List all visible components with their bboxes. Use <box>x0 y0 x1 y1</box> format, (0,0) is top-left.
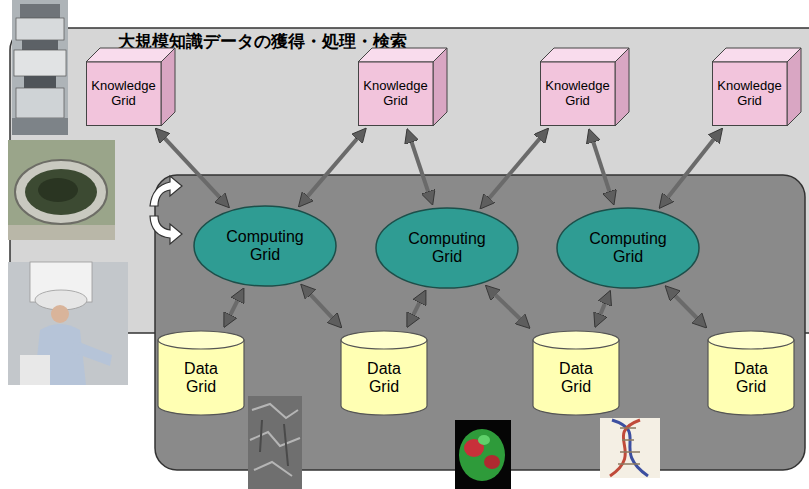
data-cylinder: Data Grid <box>157 330 245 416</box>
node-label: Knowledge Grid <box>717 79 781 109</box>
node-label: Knowledge Grid <box>545 79 609 109</box>
double-arrow <box>489 288 527 325</box>
cell-image <box>455 420 511 489</box>
double-arrow <box>597 294 609 323</box>
micrograph-image <box>248 396 302 489</box>
outer-panel-node: 大規模知識データの獲得・処理・検索Knowledge GridKnowledge… <box>10 28 809 333</box>
node-label: Knowledge Grid <box>91 79 155 109</box>
double-arrow <box>483 131 546 205</box>
computing-ellipse: Computing Grid <box>193 205 337 287</box>
node-label: Data Grid <box>184 360 218 397</box>
scanner-photo <box>8 262 128 385</box>
data-cylinder: Data Grid <box>532 330 620 416</box>
double-arrow <box>226 292 242 324</box>
knowledge-cube: Knowledge Grid <box>358 48 447 126</box>
double-arrow <box>301 131 363 204</box>
double-arrow <box>304 287 339 325</box>
double-arrow <box>668 289 704 325</box>
data-cylinder: Data Grid <box>707 330 795 416</box>
computing-ellipse: Computing Grid <box>375 207 519 289</box>
tower-photo <box>12 0 68 135</box>
data-cylinder: Data Grid <box>340 330 428 416</box>
double-arrow <box>590 133 612 201</box>
computing-ellipse: Computing Grid <box>556 207 700 289</box>
knowledge-cube: Knowledge Grid <box>712 48 801 126</box>
double-arrow <box>158 131 226 205</box>
node-label: Data Grid <box>734 360 768 397</box>
node-label: Data Grid <box>559 360 593 397</box>
node-label: Computing Grid <box>226 228 303 265</box>
knowledge-cube: Knowledge Grid <box>540 48 629 126</box>
knowledge-cube: Knowledge Grid <box>86 48 175 126</box>
double-arrow <box>408 133 431 201</box>
node-label: Data Grid <box>367 360 401 397</box>
node-label: Computing Grid <box>408 230 485 267</box>
node-label: Computing Grid <box>589 230 666 267</box>
double-arrow <box>409 294 424 324</box>
dna-image <box>600 418 660 478</box>
double-arrow <box>662 131 720 205</box>
entry-arrows <box>150 176 182 244</box>
ring-photo <box>8 140 115 240</box>
node-label: Knowledge Grid <box>363 79 427 109</box>
